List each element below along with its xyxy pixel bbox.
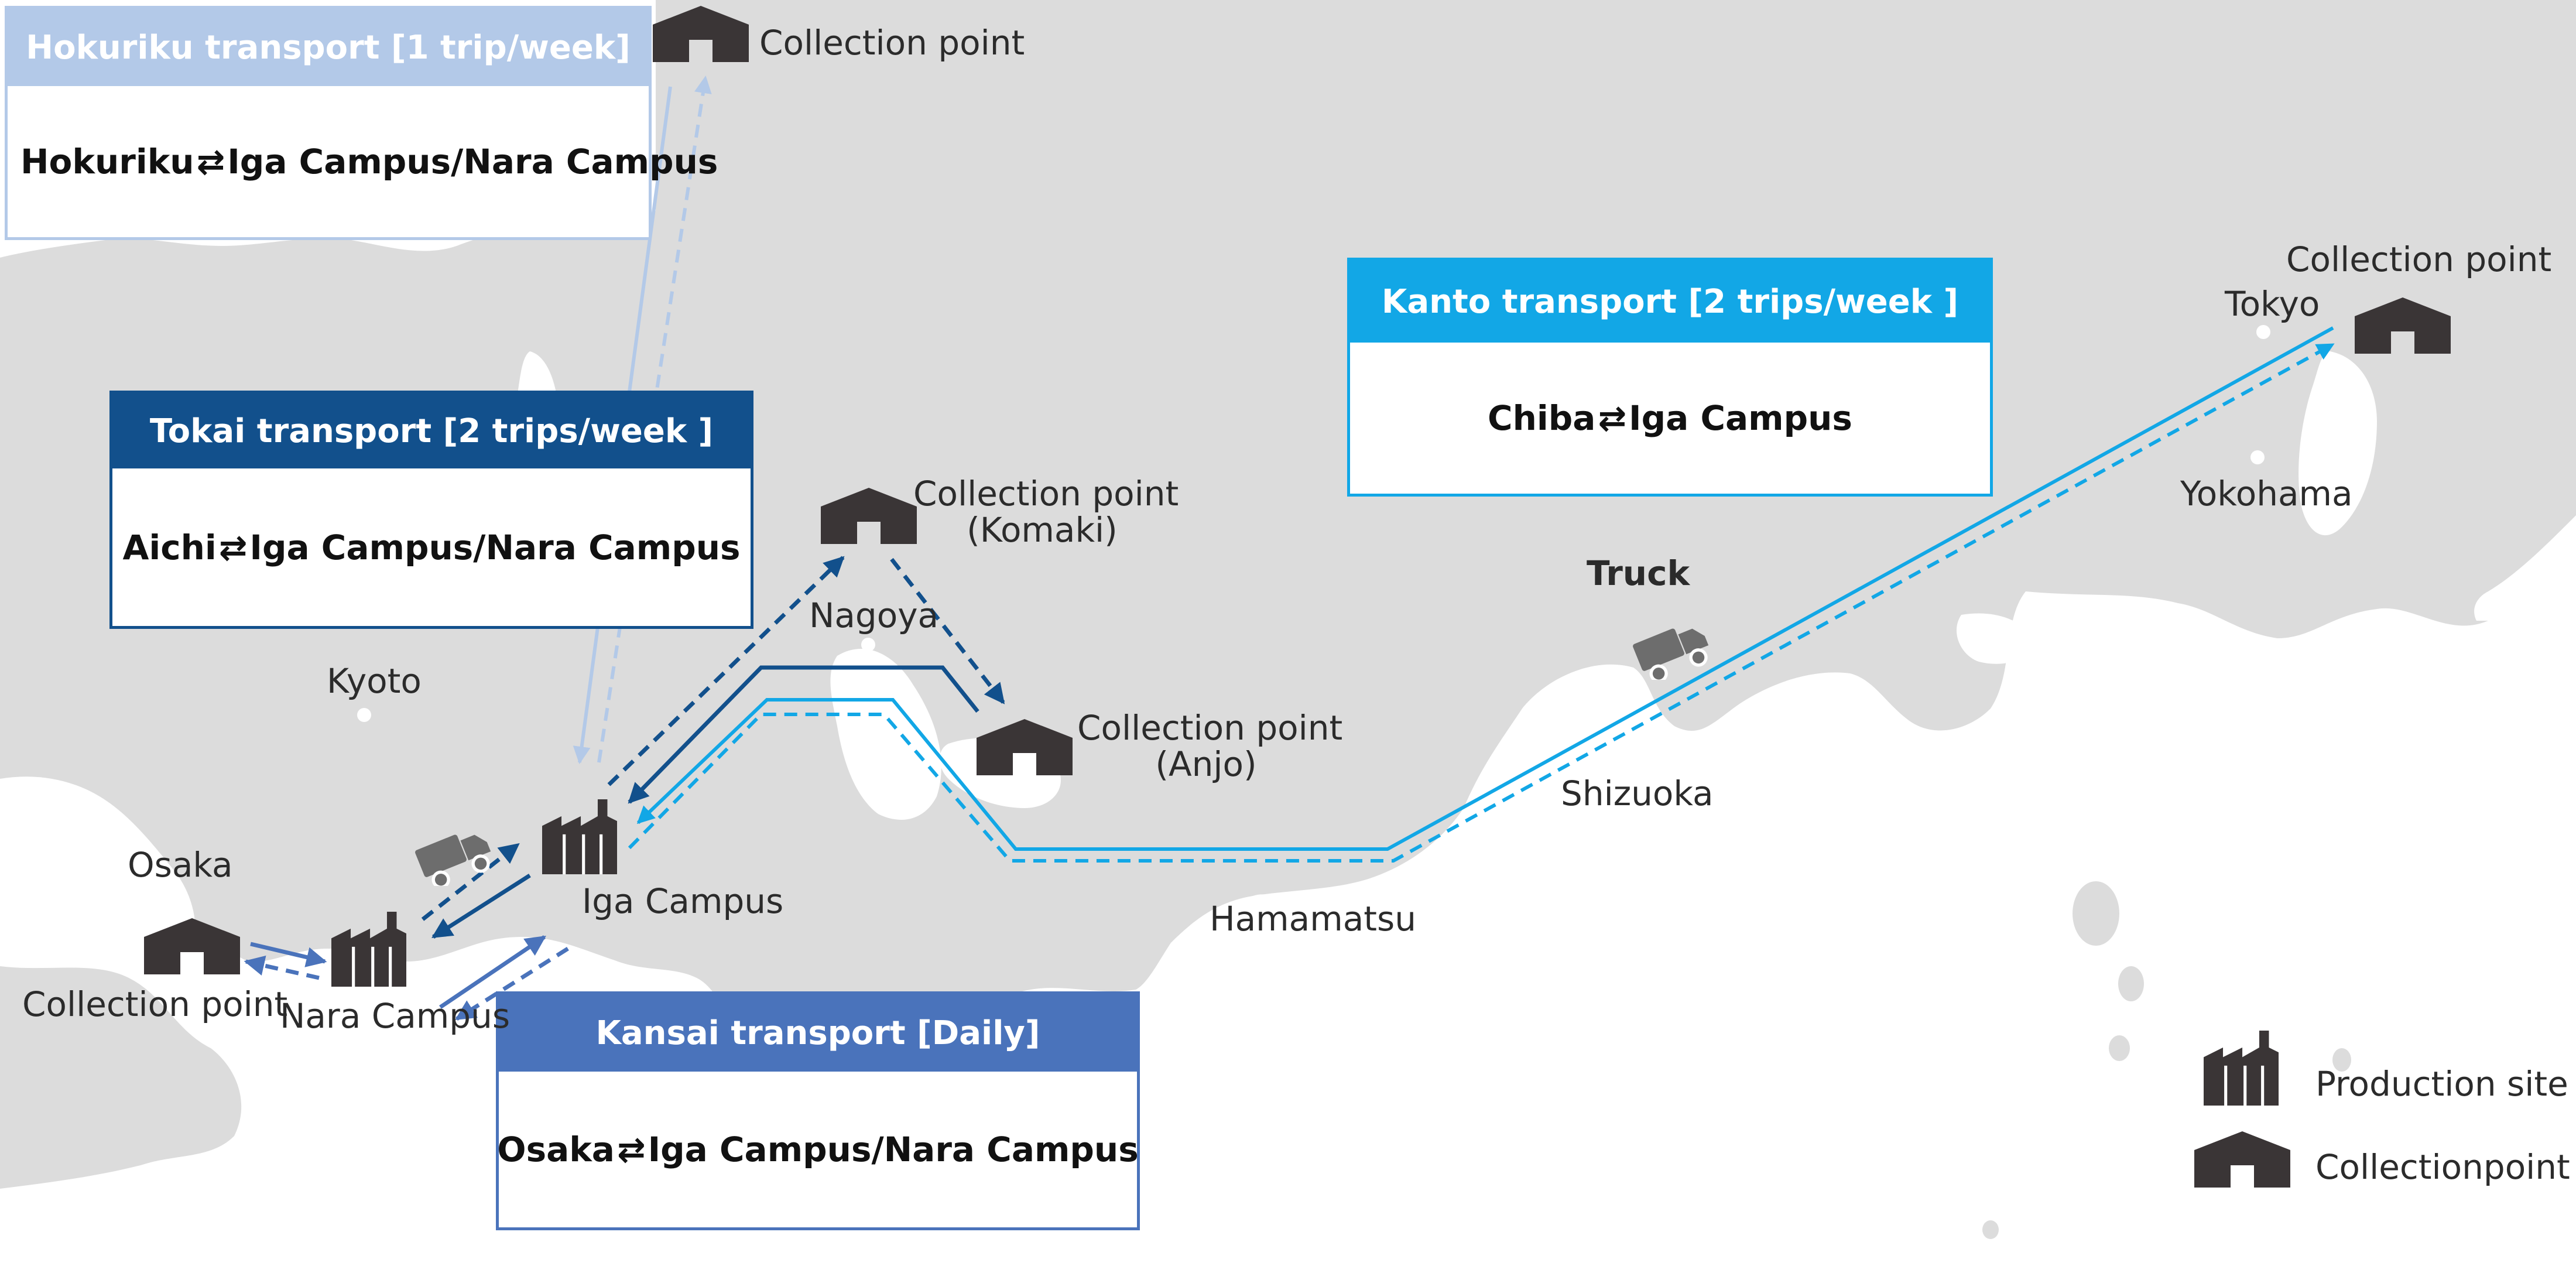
hokuriku-collection-label: Collection point — [759, 23, 1025, 63]
kansai-route-text: Osaka⇄Iga Campus/Nara Campus — [497, 1072, 1139, 1227]
anjo-collection-line1: Collection point — [1077, 708, 1343, 748]
route-to: Iga Campus/Nara Campus — [648, 1130, 1139, 1169]
route-to: Iga Campus/Nara Campus — [227, 142, 718, 182]
iga-campus-label: Iga Campus — [582, 881, 784, 921]
kansai-header-text: Kansai transport [Daily] — [595, 1014, 1040, 1052]
pacific-east — [2474, 515, 2576, 621]
warehouse-icon — [2194, 1131, 2290, 1188]
tokai-route-text: Aichi⇄Iga Campus/Nara Campus — [112, 468, 751, 626]
route-from: Osaka — [497, 1130, 615, 1169]
tokai-transport-box: Tokai transport [2 trips/week ] Aichi⇄Ig… — [109, 391, 753, 629]
osaka-collection-label: Collection point — [22, 984, 288, 1024]
hamamatsu-label: Hamamatsu — [1210, 899, 1416, 939]
hamamatsu-dot — [1292, 949, 1306, 963]
route-to: Iga Campus — [1629, 398, 1852, 438]
tokai-route — [607, 556, 1005, 804]
tokai-transport-header: Tokai transport [2 trips/week ] — [112, 394, 751, 468]
tokai-header-text: Tokai transport [2 trips/week ] — [149, 412, 714, 450]
legend-collection-point: Collectionpoint — [2315, 1147, 2570, 1187]
kansai-route — [244, 843, 569, 1021]
route-from: Chiba — [1488, 398, 1596, 438]
anjo-collection-line2: (Anjo) — [1155, 744, 1257, 784]
kanto-route-text: Chiba⇄Iga Campus — [1350, 343, 1990, 494]
bidirectional-arrow-icon: ⇄ — [1598, 398, 1627, 438]
bidirectional-arrow-icon: ⇄ — [196, 142, 225, 182]
hokuriku-route-text: Hokuriku⇄Iga Campus/Nara Campus — [8, 86, 718, 237]
sagami-bay — [1956, 613, 2037, 664]
land-shikoku — [0, 966, 242, 1189]
tokyo-dot — [2256, 325, 2270, 339]
tokyo-label: Tokyo — [2225, 284, 2320, 324]
route-from: Hokuriku — [20, 142, 194, 182]
komaki-collection-label: Collection point (Komaki) — [913, 474, 1179, 550]
shizuoka-label: Shizuoka — [1561, 774, 1714, 813]
islands — [1982, 881, 2351, 1239]
kansai-transport-box: Kansai transport [Daily] Osaka⇄Iga Campu… — [496, 991, 1140, 1230]
kyoto-label: Kyoto — [327, 661, 422, 701]
nara-campus-label: Nara Campus — [280, 996, 511, 1036]
kanto-transport-box: Kanto transport [2 trips/week ] Chiba⇄Ig… — [1347, 258, 1993, 497]
truck-label: Truck — [1587, 553, 1690, 593]
kanto-route — [628, 326, 2335, 863]
tokyo-collection-label: Collection point — [2286, 239, 2552, 279]
city-dots — [165, 325, 2270, 963]
komaki-collection-line2: (Komaki) — [967, 510, 1118, 550]
hokuriku-header-text: Hokuriku transport [1 trip/week] — [26, 28, 631, 67]
shizuoka-dot — [1598, 757, 1612, 771]
osaka-label: Osaka — [128, 845, 233, 885]
kansai-transport-header: Kansai transport [Daily] — [499, 994, 1137, 1072]
hokuriku-transport-header: Hokuriku transport [1 trip/week] — [8, 9, 649, 86]
bidirectional-arrow-icon: ⇄ — [218, 527, 248, 567]
yokohama-dot — [2250, 450, 2265, 464]
hamana-lake — [1246, 894, 1288, 933]
route-from: Aichi — [122, 527, 217, 567]
kanto-transport-header: Kanto transport [2 trips/week ] — [1350, 261, 1990, 343]
yokohama-label: Yokohama — [2180, 474, 2353, 514]
nagoya-dot — [861, 638, 875, 652]
bidirectional-arrow-icon: ⇄ — [616, 1130, 646, 1169]
tokyo-bay — [2298, 351, 2377, 536]
route-to: Iga Campus/Nara Campus — [249, 527, 741, 567]
kanto-header-text: Kanto transport [2 trips/week ] — [1381, 282, 1959, 321]
osaka-bay — [0, 776, 196, 960]
kyoto-dot — [357, 708, 371, 722]
komaki-collection-line1: Collection point — [913, 474, 1179, 514]
factory-icon — [2204, 1031, 2279, 1106]
legend-production-site: Production site — [2315, 1064, 2568, 1104]
hokuriku-transport-box: Hokuriku transport [1 trip/week] Hokurik… — [5, 6, 718, 240]
anjo-collection-label: Collection point (Anjo) — [1077, 708, 1343, 784]
osaka-dot — [165, 894, 179, 908]
nagoya-label: Nagoya — [809, 596, 939, 635]
ise-bay — [830, 649, 941, 820]
